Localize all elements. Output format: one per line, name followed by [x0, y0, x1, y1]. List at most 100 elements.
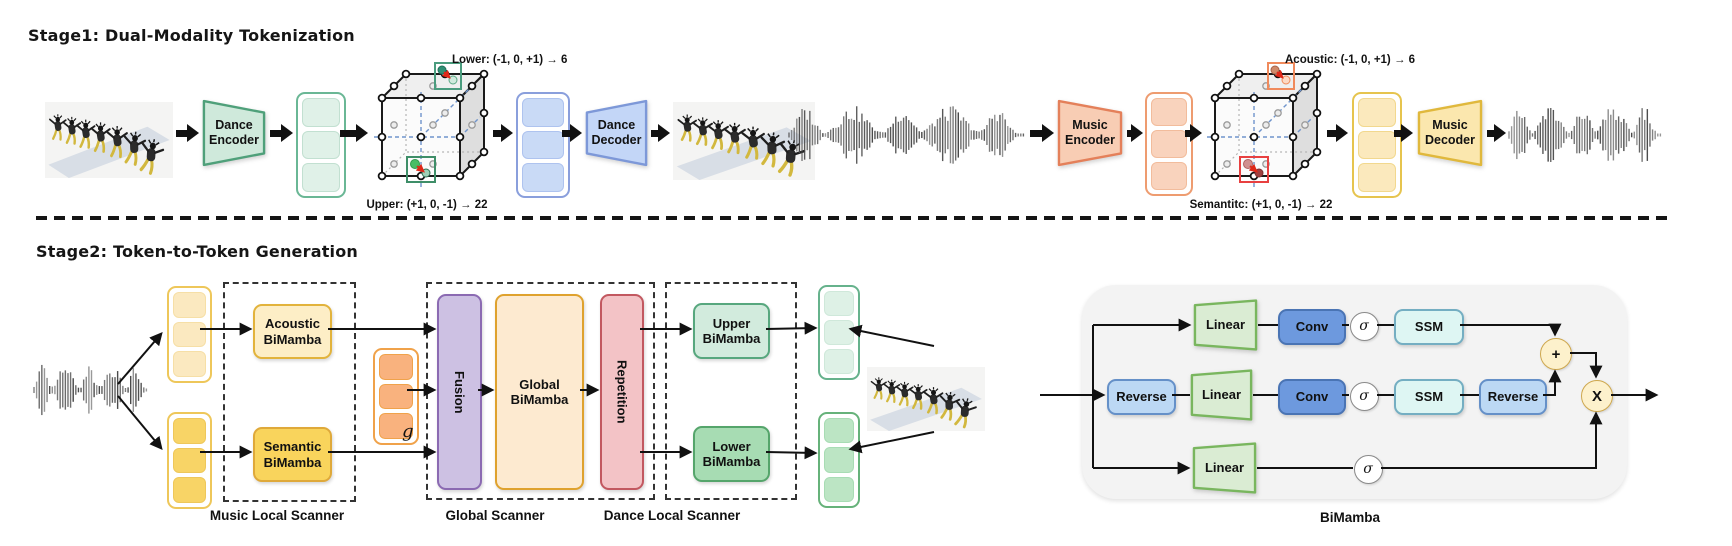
global-token-label: g [402, 421, 414, 442]
flow-arrow [270, 124, 293, 142]
upper-dance-token-stack [818, 285, 860, 380]
dance-cube-upper-label: Upper: (+1, 0, -1) → 22 [366, 199, 488, 211]
semantic-token-stack [167, 412, 212, 509]
linear-block-top: Linear [1193, 299, 1258, 351]
lower-bimamba-block: Lower BiMamba [693, 426, 770, 482]
figure-canvas: Stage1: Dual-Modality Tokenization Dance… [0, 18, 1732, 546]
dance-sequence-image-input [45, 102, 173, 178]
add-operator: + [1540, 338, 1572, 370]
flow-arrow [1327, 124, 1348, 142]
stage1-title: Stage1: Dual-Modality Tokenization [28, 26, 355, 45]
flow-arrow [176, 124, 199, 142]
upper-bimamba-block: Upper BiMamba [693, 303, 770, 359]
token-cell [173, 351, 206, 378]
token-cell [522, 163, 564, 193]
token-cell [379, 383, 413, 410]
token-cell [1358, 130, 1396, 160]
ssm-block-middle: SSM [1394, 379, 1464, 415]
music-waveform-input [788, 105, 1025, 165]
music-local-scanner-box [223, 282, 356, 502]
dance-encoder-block: Dance Encoder [202, 99, 266, 167]
music-decoder-label: Music Decoder [1424, 118, 1476, 147]
flow-arrow [1394, 124, 1413, 142]
dance-decoder-label: Dance Decoder [591, 118, 642, 147]
music-code-token-stack [1352, 86, 1406, 198]
music-waveform-condition [33, 364, 148, 416]
global-token-stack [373, 348, 419, 445]
token-cell [173, 292, 206, 318]
stage2-title: Stage2: Token-to-Token Generation [36, 242, 359, 261]
token-cell [1151, 98, 1187, 126]
music-waveform-output [1508, 104, 1662, 166]
semantic-bimamba-block: Semantic BiMamba [253, 427, 332, 482]
token-cell [173, 418, 206, 444]
token-cell [824, 476, 854, 502]
token-cell [302, 98, 340, 127]
music-encoder-label: Music Encoder [1064, 118, 1115, 147]
reverse-block-input: Reverse [1107, 379, 1176, 415]
dance-cube-lower-label: Lower: (-1, 0, +1) → 6 [452, 54, 568, 66]
token-cell [173, 321, 206, 348]
token-cell [1358, 163, 1396, 193]
ssm-block-top: SSM [1394, 309, 1464, 345]
global-scanner-label: Global Scanner [445, 508, 545, 523]
flow-arrow [1487, 124, 1506, 142]
flow-arrow [340, 124, 368, 142]
repetition-block: Repetition [600, 294, 644, 490]
token-cell [824, 320, 854, 345]
conv-block-middle: Conv [1278, 379, 1346, 415]
token-cell [302, 130, 340, 160]
flow-arrow [1185, 124, 1202, 142]
lower-dance-token-stack [818, 412, 860, 508]
token-cell [824, 349, 854, 374]
flow-arrow [1127, 124, 1143, 142]
dance-quantization-cube [374, 62, 489, 190]
music-decoder-block: Music Decoder [1417, 99, 1483, 167]
flow-arrow [1030, 124, 1054, 142]
dance-local-scanner-label: Dance Local Scanner [603, 508, 741, 523]
dance-code-token-stack [516, 86, 574, 198]
token-cell [173, 477, 206, 504]
token-cell [302, 163, 340, 193]
generated-dance-image [867, 367, 985, 431]
global-bimamba-block: Global BiMamba [495, 294, 584, 490]
token-cell [1151, 130, 1187, 158]
token-cell [173, 447, 206, 474]
token-cell [1151, 162, 1187, 190]
dance-encoder-label: Dance Encoder [208, 118, 259, 147]
music-local-scanner-label: Music Local Scanner [209, 508, 345, 523]
token-cell [379, 354, 413, 380]
music-quantization-cube [1207, 62, 1322, 190]
sigma-gate-bottom: σ [1353, 454, 1383, 484]
token-cell [522, 130, 564, 160]
conv-block-top: Conv [1278, 309, 1346, 345]
token-cell [824, 291, 854, 316]
flow-arrow [562, 124, 582, 142]
sigma-gate-middle: σ [1349, 381, 1379, 411]
reverse-block-output: Reverse [1479, 379, 1547, 415]
linear-block-middle: Linear [1190, 369, 1253, 421]
token-cell [1358, 98, 1396, 127]
dance-local-scanner-box [665, 282, 797, 500]
token-cell [824, 447, 854, 473]
flow-arrow [651, 124, 670, 142]
dance-latent-token-stack [296, 86, 350, 198]
token-cell [379, 413, 413, 440]
token-cell [522, 98, 564, 127]
sigma-gate-top: σ [1349, 311, 1379, 341]
dance-sequence-image-output [673, 102, 815, 180]
token-cell [824, 418, 854, 444]
stage-separator-line [36, 216, 1670, 220]
music-encoder-block: Music Encoder [1057, 99, 1123, 167]
music-cube-semantic-label: Semantitc: (+1, 0, -1) → 22 [1189, 199, 1333, 211]
fusion-block: Fusion [437, 294, 482, 490]
acoustic-bimamba-block: Acoustic BiMamba [253, 304, 332, 359]
dance-decoder-block: Dance Decoder [585, 99, 648, 167]
linear-block-bottom: Linear [1192, 442, 1257, 494]
acoustic-token-stack [167, 286, 212, 383]
music-latent-token-stack [1145, 86, 1197, 196]
bimamba-panel-label: BiMamba [1319, 510, 1380, 525]
multiply-operator: X [1581, 380, 1613, 412]
music-cube-acoustic-label: Acoustic: (-1, 0, +1) → 6 [1285, 54, 1416, 66]
flow-arrow [493, 124, 513, 142]
